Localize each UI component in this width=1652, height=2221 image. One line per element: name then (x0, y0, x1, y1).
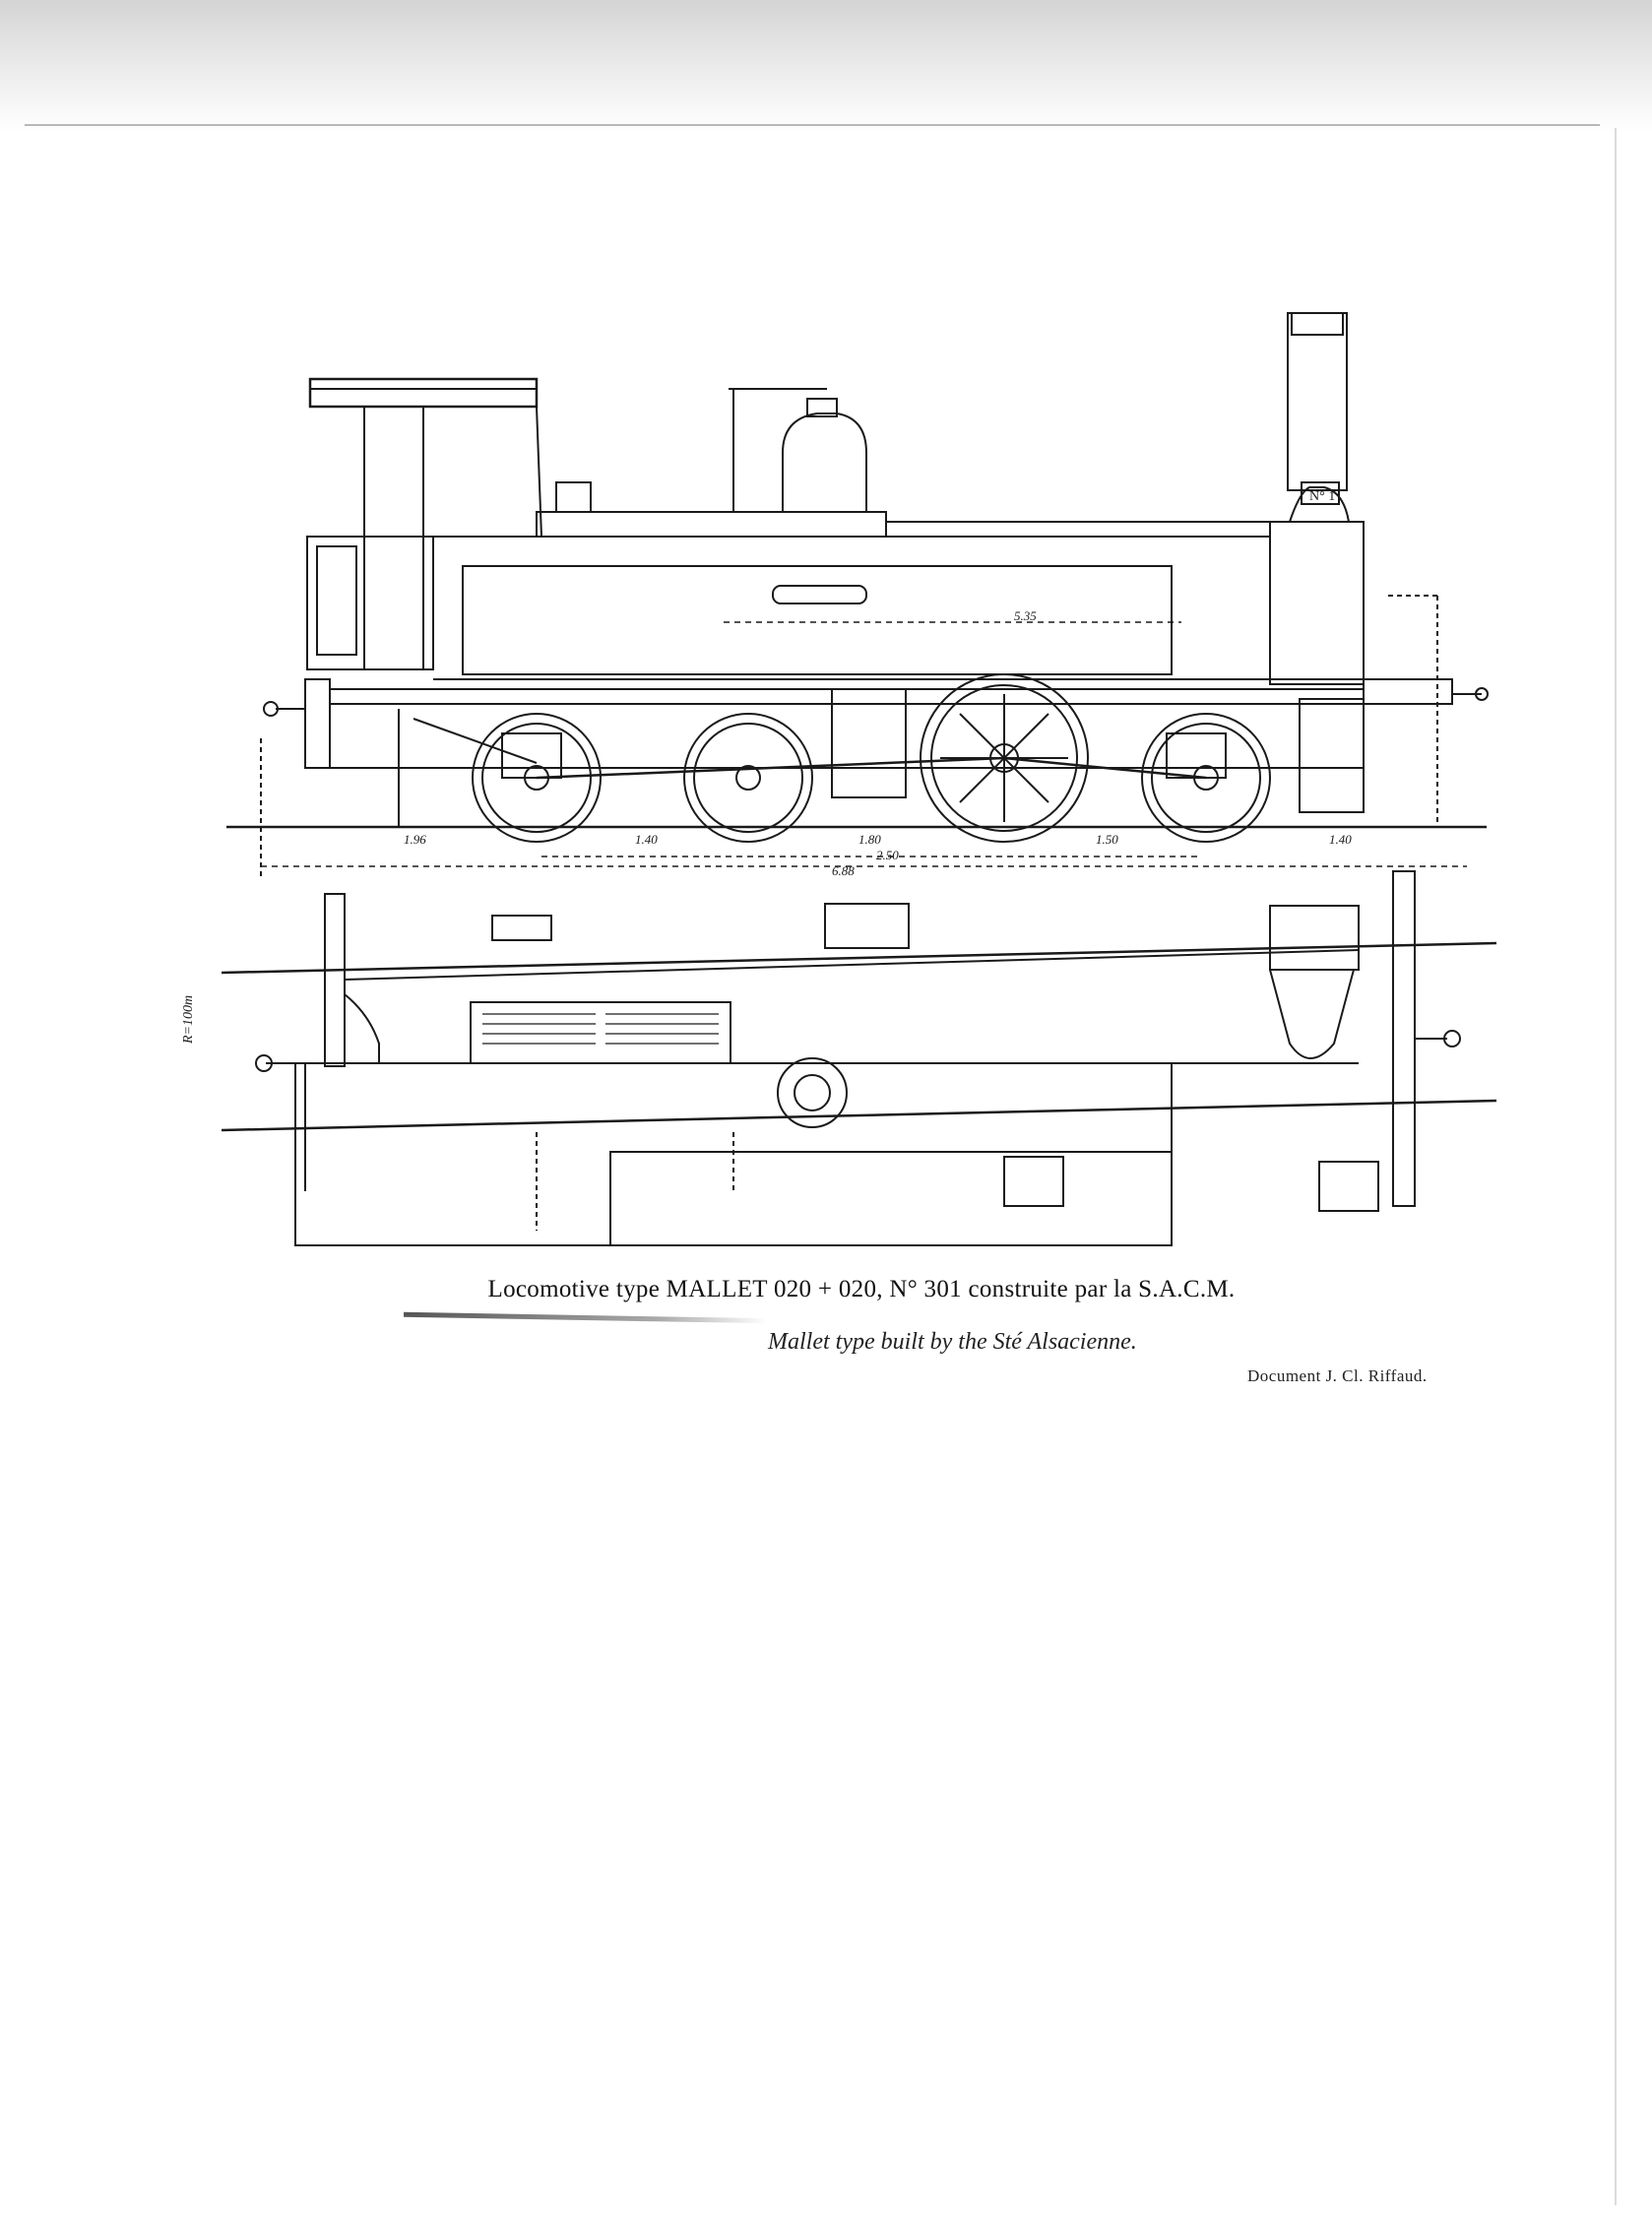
dimension-label: 1.40 (1329, 832, 1352, 847)
side-elevation: N° 1 (226, 312, 1489, 878)
caption-french: Locomotive type MALLET 020 + 020, N° 301… (487, 1276, 1236, 1302)
document-credit: Document J. Cl. Riffaud. (1247, 1366, 1428, 1385)
dimension-label: 1.40 (635, 832, 658, 847)
page-fold-line (1615, 128, 1617, 2205)
dimension-label: 5.35 (1014, 608, 1037, 623)
caption-english: Mallet type built by the Sté Alsacienne. (768, 1329, 1137, 1355)
number-plate-label: N° 1 (1309, 489, 1335, 504)
dimension-label: 1.96 (404, 832, 426, 847)
dimension-label: 1.80 (858, 832, 881, 847)
dimension-label: 1.50 (1096, 832, 1118, 847)
dimension-label: 2.50 (876, 848, 899, 862)
scan-shadow (0, 0, 1652, 133)
plan-view: R=100m (181, 870, 1497, 1246)
radius-label: R=100m (181, 995, 196, 1045)
wheel-set (472, 673, 1271, 843)
page-edge-line (25, 124, 1600, 126)
dimension-label: 6.88 (832, 863, 855, 878)
